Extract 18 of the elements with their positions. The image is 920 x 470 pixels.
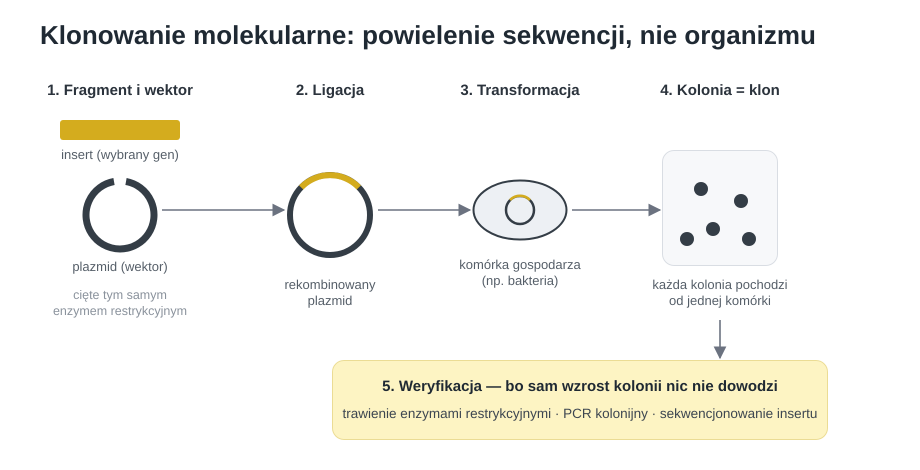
note: cięte tym samym enzymem restrykcyjnym [52,287,188,319]
box-heading: 5. Weryfikacja — bo sam wzrost kolonii nic nie dowodzi [382,376,778,397]
node-label: każda kolonia pochodzi od jednej komórki [651,277,789,309]
arrow [162,204,286,216]
arrow [378,204,472,216]
step-heading: 4. Kolonia = klon [660,81,780,101]
node-label: plazmid (wektor) [71,259,169,275]
arrow [572,204,662,216]
node-label: insert (wybrany gen) [60,147,180,163]
step-heading: 3. Transformacja [460,81,580,101]
step-heading: 1. Fragment i wektor [47,81,193,101]
node-label: komórka gospodarza (np. bakteria) [458,257,582,289]
arrow [714,320,726,360]
node-label: rekombinowany plazmid [283,277,377,309]
box-body: trawienie enzymami restrykcyjnymi · PCR kolonijny · sekwencjonowanie insertu [342,405,818,424]
step-heading: 2. Ligacja [296,81,364,101]
title: Klonowanie molekularne: powielenie sekwencji, nie organizmu [40,19,816,52]
verification-box [332,360,828,440]
